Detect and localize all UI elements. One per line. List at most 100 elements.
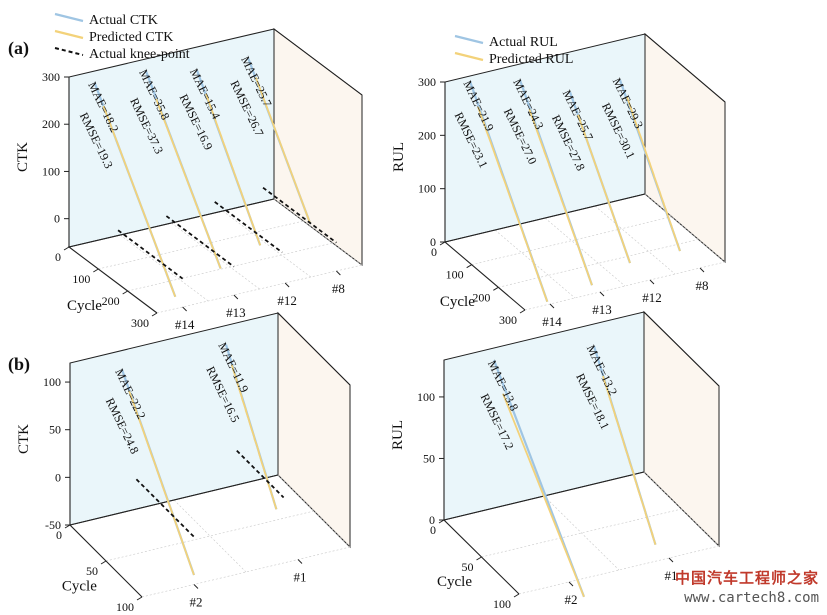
top-edge — [277, 312, 351, 386]
y-axis-label: CTK — [15, 142, 31, 172]
battery-label: #2 — [565, 592, 578, 607]
battery-label: #12 — [277, 293, 297, 308]
y-tick-label: 50 — [49, 423, 61, 437]
battery-tick — [568, 581, 574, 587]
floor-gridline — [156, 264, 363, 314]
knee-point-line — [165, 215, 235, 268]
battery-label: #13 — [226, 305, 246, 320]
predicted-line — [625, 96, 681, 252]
legend-label: Actual RUL — [489, 35, 558, 50]
predicted-line — [477, 106, 549, 303]
battery-tick — [668, 557, 674, 563]
x-axis-label: Cycle — [440, 294, 475, 310]
x-tick — [93, 268, 99, 273]
battery-tick — [549, 303, 555, 309]
watermark-url: www.cartech8.com — [684, 590, 819, 606]
x-tick-label: 200 — [472, 290, 490, 304]
predicted-line — [602, 375, 657, 545]
floor-gridline — [173, 499, 247, 573]
x-axis-label: Cycle — [437, 574, 472, 590]
y-tick-label: 0 — [55, 470, 61, 484]
legend-swatch — [454, 51, 484, 62]
battery-label: #1 — [294, 570, 307, 585]
x-tick — [476, 556, 482, 561]
legend-label: Predicted RUL — [489, 52, 573, 67]
charts-layer: 0100200300CTK0100200300Cycle#14#13#12#8M… — [15, 12, 726, 614]
watermark-cn: 中国汽车工程师之家 — [674, 569, 819, 587]
battery-label: #8 — [696, 278, 709, 293]
y-tick-label: -50 — [45, 518, 61, 532]
x-tick-label: 0 — [431, 245, 437, 259]
battery-tick — [233, 294, 239, 300]
y-tick-label: 100 — [418, 182, 436, 196]
y-tick-label: 300 — [42, 70, 60, 84]
chart-a-ctk: 0100200300CTK0100200300Cycle#14#13#12#8M… — [15, 12, 363, 332]
x-tick-label: 300 — [499, 313, 517, 327]
predicted-line — [155, 98, 222, 269]
y-tick-label: 100 — [42, 164, 60, 178]
x-tick — [122, 290, 128, 295]
predicted-line — [577, 114, 631, 264]
y-tick-label: 0 — [430, 235, 436, 249]
legend-label: Actual CTK — [89, 13, 158, 28]
top-edge — [643, 311, 720, 387]
x-tick — [493, 286, 499, 291]
x-tick — [63, 246, 70, 251]
battery-tick — [336, 270, 341, 276]
y-tick-label: 300 — [418, 75, 436, 89]
x-tick — [151, 312, 158, 317]
y-tick-label: 0 — [429, 513, 435, 527]
top-edge — [644, 33, 726, 103]
battery-tick — [649, 279, 655, 285]
y-tick-label: 200 — [418, 128, 436, 142]
battery-label: #14 — [542, 314, 562, 329]
knee-point-line — [117, 229, 184, 280]
y-tick-label: 100 — [43, 375, 61, 389]
x-tick-label: 50 — [462, 560, 474, 574]
floor-gridline — [543, 495, 620, 571]
battery-label: #8 — [332, 281, 345, 296]
predicted-line — [205, 93, 262, 246]
battery-label: #13 — [592, 302, 612, 317]
battery-tick — [699, 267, 705, 273]
legend-swatch — [454, 34, 484, 45]
knee-point-line — [214, 201, 283, 254]
top-edge — [273, 28, 363, 96]
x-tick — [439, 241, 446, 246]
left-wall — [69, 312, 279, 526]
predicted-line — [502, 393, 585, 598]
floor-gridline — [222, 210, 311, 278]
x-tick — [513, 593, 520, 598]
floor-gridline — [594, 205, 676, 275]
floor-gridline — [105, 510, 315, 562]
x-tick — [466, 264, 472, 269]
floor-gridline — [544, 217, 626, 287]
predicted-line — [128, 390, 195, 576]
x-tick-label: 0 — [56, 528, 62, 542]
battery-label: #14 — [175, 317, 195, 332]
x-tick-label: 0 — [55, 250, 61, 264]
legend-swatch — [54, 29, 84, 40]
floor-gridline — [277, 474, 351, 548]
panel-label-a: (a) — [8, 38, 29, 59]
battery-label: #2 — [190, 595, 203, 610]
x-tick — [136, 596, 143, 601]
x-tick-label: 200 — [102, 294, 120, 308]
y-axis-label: RUL — [391, 142, 407, 172]
right-wall — [643, 310, 720, 548]
legend-label: Predicted CTK — [89, 30, 173, 45]
x-tick — [100, 560, 107, 565]
floor-gridline — [98, 220, 304, 270]
x-axis-label: Cycle — [62, 578, 97, 594]
chart-b-ctk: -50050100CTK050100Cycle#2#1MAE=22.2RMSE=… — [16, 311, 351, 614]
x-tick-label: 300 — [131, 316, 149, 330]
x-tick — [438, 519, 445, 524]
x-tick — [519, 309, 526, 314]
chart-b-rul: 050100RUL050100Cycle#2#1MAE=13.8RMSE=17.… — [390, 310, 720, 611]
legend-label: Actual knee-point — [89, 47, 190, 62]
chart-a-rul: 0100200300RUL0100200300Cycle#14#13#12#8M… — [391, 32, 726, 329]
legend-swatch — [54, 47, 84, 56]
x-tick-label: 50 — [86, 564, 98, 578]
x-tick-label: 100 — [493, 597, 511, 611]
